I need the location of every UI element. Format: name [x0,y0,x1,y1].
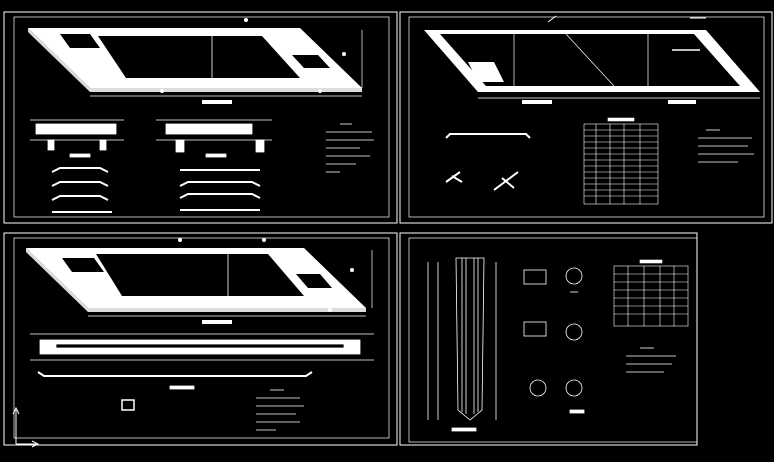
sheet-top-right[interactable] [399,11,773,224]
rebar-shapes-top-left [51,167,261,213]
sheet-top-left[interactable] [3,11,398,224]
notes-bottom-left [256,389,304,431]
long-section-bottom-left [30,333,374,411]
sheet-bottom-right[interactable] [399,232,698,446]
slab-plan-top-left [28,18,363,104]
rebar-shapes-top-right [445,133,531,191]
notes-top-left [326,123,374,173]
slab-plan-bottom-left [26,238,373,324]
sheet-bottom-left[interactable] [3,232,398,446]
slab-plan-top-right [424,15,760,104]
notes-bottom-right [626,347,676,373]
cross-sections-top-left [30,119,272,158]
pile-elevation [427,257,497,432]
notes-top-right [698,129,754,163]
rebar-table-top-right [583,117,659,205]
pile-table [613,259,689,327]
ucs-icon [12,406,40,448]
pile-details [523,267,585,414]
